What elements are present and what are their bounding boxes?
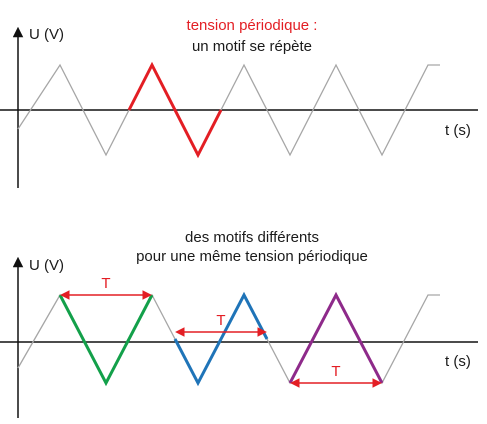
top-diagram: U (V) t (s) tension périodique : un moti… — [0, 17, 478, 188]
period-label-green: T — [101, 275, 110, 292]
bottom-x-axis-label: t (s) — [445, 353, 471, 370]
period-label-blue: T — [216, 312, 225, 329]
top-y-axis-label: U (V) — [29, 26, 64, 43]
bottom-caption-same-tension: pour une même tension périodique — [136, 248, 368, 265]
top-caption-periodic: tension périodique : — [187, 17, 318, 34]
bottom-y-axis-label: U (V) — [29, 257, 64, 274]
top-caption-repeat: un motif se répète — [192, 38, 312, 55]
top-signal-wave — [17, 63, 440, 157]
bottom-caption-motifs: des motifs différents — [185, 229, 319, 246]
period-label-purple: T — [331, 363, 340, 380]
green-motif — [58, 294, 154, 387]
purple-motif — [288, 291, 384, 384]
top-highlighted-motif — [127, 61, 223, 159]
bottom-diagram: U (V) t (s) des motifs différents pour u… — [0, 229, 478, 418]
top-x-axis-label: t (s) — [445, 122, 471, 139]
blue-motif — [173, 291, 269, 387]
